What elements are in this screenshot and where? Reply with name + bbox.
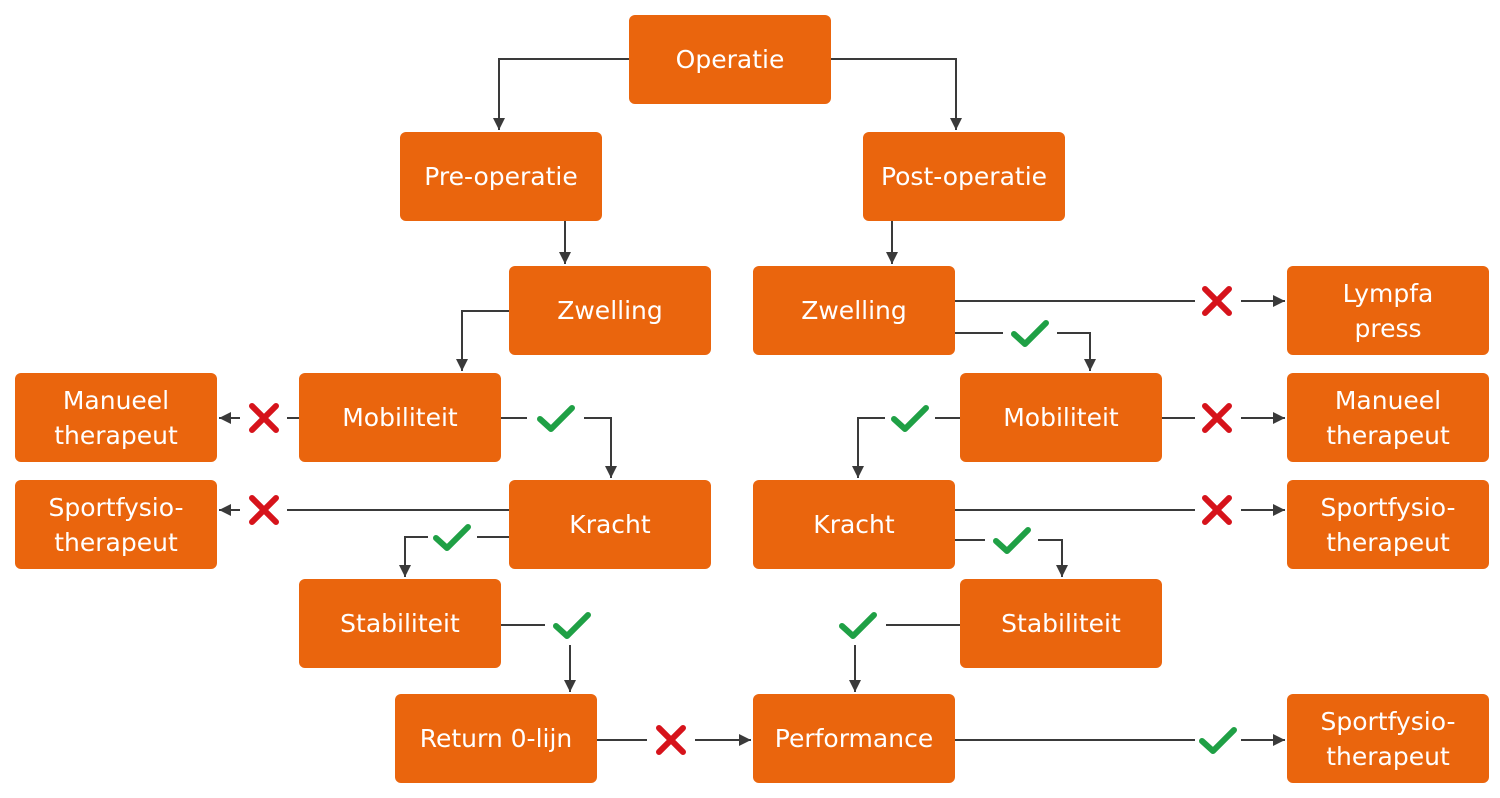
node-operatie: Operatie bbox=[629, 15, 831, 104]
check-icon bbox=[1199, 727, 1237, 754]
check-icon bbox=[537, 405, 575, 432]
connector-post_mobiliteit-to-post_kracht-continued bbox=[857, 417, 885, 478]
arrowhead-post_zwelling bbox=[886, 252, 898, 264]
connector-operatie-to-pre_operatie bbox=[498, 58, 629, 130]
node-post-stabiliteit: Stabiliteit bbox=[960, 579, 1162, 668]
connector-pre_zwelling-to-pre_mobiliteit bbox=[461, 310, 509, 371]
arrowhead-pre_kracht bbox=[605, 466, 617, 478]
arrowhead-pre_sportfysio bbox=[219, 504, 231, 516]
arrowhead-performance bbox=[739, 734, 751, 746]
connector-pre_mobiliteit-to-pre_kracht-continued bbox=[584, 417, 612, 478]
arrowhead-final_sportfysio bbox=[1273, 734, 1285, 746]
node-pre-manueel-therapeut: Manueel therapeut bbox=[15, 373, 217, 462]
arrowhead-lympfa_press bbox=[1273, 295, 1285, 307]
check-icon bbox=[433, 524, 471, 551]
node-pre-zwelling: Zwelling bbox=[509, 266, 711, 355]
arrowhead-performance bbox=[849, 680, 861, 692]
arrowhead-post_stabiliteit bbox=[1056, 565, 1068, 577]
node-post-mobiliteit: Mobiliteit bbox=[960, 373, 1162, 462]
node-pre-operatie: Pre-operatie bbox=[400, 132, 602, 221]
node-pre-stabiliteit: Stabiliteit bbox=[299, 579, 501, 668]
node-final-sportfysiotherapeut: Sportfysio- therapeut bbox=[1287, 694, 1489, 783]
connector-post_zwelling-to-post_mobiliteit-continued bbox=[1057, 332, 1091, 371]
cross-icon bbox=[656, 725, 686, 755]
cross-icon bbox=[249, 403, 279, 433]
connector-pre_kracht-to-pre_stabiliteit-continued bbox=[404, 536, 428, 577]
arrowhead-post_manueel bbox=[1273, 412, 1285, 424]
node-post-manueel-therapeut: Manueel therapeut bbox=[1287, 373, 1489, 462]
connector-operatie-to-post_operatie bbox=[831, 58, 957, 130]
node-post-zwelling: Zwelling bbox=[753, 266, 955, 355]
node-post-sportfysiotherapeut: Sportfysio- therapeut bbox=[1287, 480, 1489, 569]
arrowhead-post_kracht bbox=[852, 466, 864, 478]
node-pre-mobiliteit: Mobiliteit bbox=[299, 373, 501, 462]
arrowhead-pre_stabiliteit bbox=[399, 565, 411, 577]
check-icon bbox=[553, 612, 591, 639]
arrowhead-pre_zwelling bbox=[559, 252, 571, 264]
arrowhead-return_0lijn bbox=[564, 680, 576, 692]
cross-icon bbox=[1202, 286, 1232, 316]
cross-icon bbox=[1202, 403, 1232, 433]
check-icon bbox=[1011, 320, 1049, 347]
check-icon bbox=[839, 612, 877, 639]
connector-post_kracht-to-post_stabiliteit-continued bbox=[1038, 539, 1063, 577]
node-performance: Performance bbox=[753, 694, 955, 783]
node-pre-kracht: Kracht bbox=[509, 480, 711, 569]
arrowhead-pre_mobiliteit bbox=[456, 359, 468, 371]
node-post-operatie: Post-operatie bbox=[863, 132, 1065, 221]
check-icon bbox=[891, 405, 929, 432]
node-lympfa-press: Lympfa press bbox=[1287, 266, 1489, 355]
arrowhead-post_mobiliteit bbox=[1084, 359, 1096, 371]
arrowhead-post_sportfysio bbox=[1273, 504, 1285, 516]
arrowhead-pre_manueel bbox=[219, 412, 231, 424]
node-pre-sportfysiotherapeut: Sportfysio- therapeut bbox=[15, 480, 217, 569]
node-post-kracht: Kracht bbox=[753, 480, 955, 569]
check-icon bbox=[993, 527, 1031, 554]
arrowhead-pre_operatie bbox=[493, 118, 505, 130]
node-return-0-lijn: Return 0-lijn bbox=[395, 694, 597, 783]
arrowhead-post_operatie bbox=[950, 118, 962, 130]
cross-icon bbox=[1202, 495, 1232, 525]
cross-icon bbox=[249, 495, 279, 525]
